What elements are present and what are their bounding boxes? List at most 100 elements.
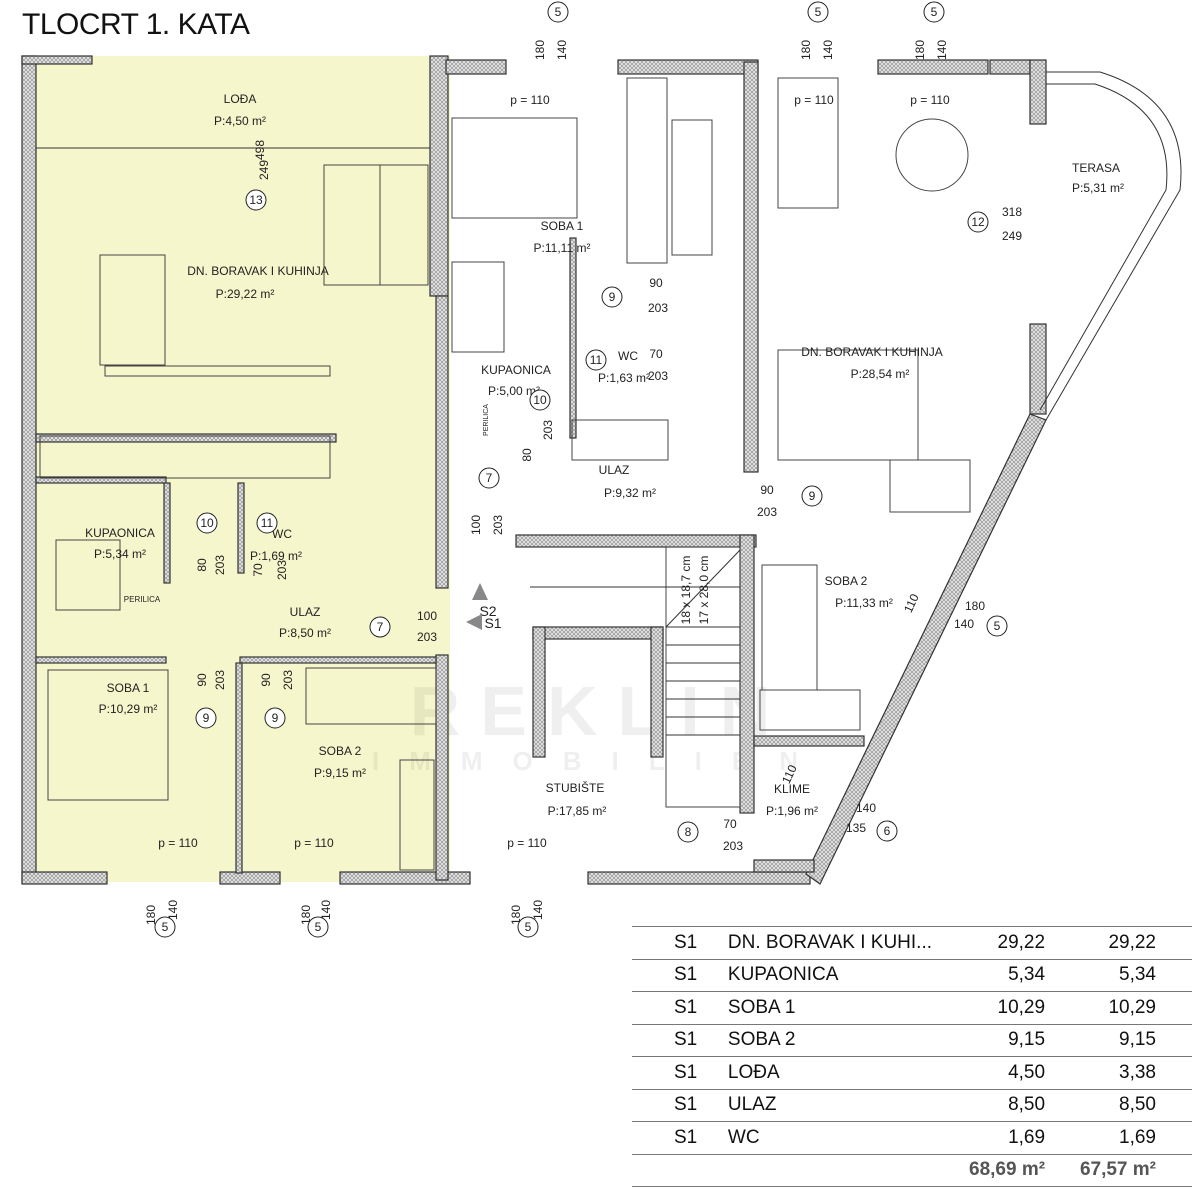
svg-text:90: 90 [195, 673, 209, 687]
svg-text:5: 5 [994, 619, 1001, 633]
sill-height: p = 110 [510, 93, 550, 107]
room-name: DN. BORAVAK I KUHINJA [187, 264, 329, 278]
room-area: P:5,31 m² [1072, 181, 1124, 195]
svg-text:203: 203 [541, 420, 555, 440]
svg-text:203: 203 [213, 670, 227, 690]
room-name: TERASA [1072, 161, 1120, 175]
plan-title: TLOCRT 1. KATA [22, 8, 250, 41]
room-code: S1 [632, 1023, 712, 1057]
washer-label: PERILICA [124, 595, 161, 604]
svg-text:5: 5 [555, 5, 562, 19]
section-label: S1 [484, 615, 501, 631]
sill-height: p = 110 [158, 836, 198, 850]
svg-text:140: 140 [935, 40, 949, 60]
room-area: 1,69 [942, 1121, 1046, 1155]
svg-text:9: 9 [272, 711, 279, 725]
svg-text:203: 203 [648, 301, 668, 315]
svg-text:6: 6 [884, 824, 891, 838]
stair-tread: 17 x 28,0 cm [697, 556, 711, 625]
section-arrow-icon [466, 614, 482, 630]
room-name: DN. BORAVAK I KUHI... [711, 926, 943, 959]
room-area: P:1,63 m² [598, 371, 650, 385]
section-arrow-icon [472, 583, 488, 600]
room-net-area: 3,38 [1045, 1056, 1192, 1089]
svg-text:140: 140 [319, 900, 333, 920]
svg-text:10: 10 [533, 393, 547, 407]
room-name: LOĐA [711, 1056, 943, 1089]
room-code: S1 [632, 1121, 712, 1155]
stair-riser: 18 x 18,7 cm [679, 556, 693, 625]
room-net-area: 10,29 [1045, 991, 1192, 1024]
svg-text:70: 70 [649, 347, 663, 361]
room-name: WC [618, 349, 638, 363]
room-name: ULAZ [290, 605, 321, 619]
svg-text:140: 140 [555, 40, 569, 60]
svg-text:203: 203 [491, 515, 505, 535]
svg-text:100: 100 [417, 609, 437, 623]
svg-text:8: 8 [685, 825, 692, 839]
room-name: SOBA 1 [107, 681, 150, 695]
room-area: P:8,50 m² [279, 626, 331, 640]
svg-text:5: 5 [525, 920, 532, 934]
svg-text:5: 5 [162, 920, 169, 934]
sill-height: p = 110 [794, 93, 834, 107]
room-name: SOBA 1 [541, 219, 584, 233]
svg-text:140: 140 [166, 900, 180, 920]
room-area: P:10,29 m² [99, 702, 158, 716]
room-name: LOĐA [224, 92, 257, 106]
svg-text:180: 180 [965, 599, 985, 613]
total-net-area: 67,57 m² [1045, 1153, 1192, 1187]
room-area: P:5,34 m² [94, 547, 146, 561]
room-name: DN. BORAVAK I KUHINJA [801, 345, 943, 359]
room-area: P:11,33 m² [835, 596, 893, 610]
room-code: S1 [632, 1088, 712, 1122]
room-area: 9,15 [942, 1023, 1046, 1057]
svg-text:203: 203 [417, 630, 437, 644]
svg-text:13: 13 [249, 193, 263, 207]
room-area: 4,50 [942, 1056, 1046, 1089]
room-name: STUBIŠTE [546, 780, 605, 795]
furniture [39, 77, 971, 871]
svg-text:498: 498 [253, 140, 267, 160]
room-area: P:9,15 m² [314, 766, 366, 780]
svg-text:140: 140 [856, 801, 876, 815]
svg-text:249: 249 [257, 160, 271, 180]
svg-text:9: 9 [609, 290, 616, 304]
svg-text:203: 203 [275, 560, 289, 580]
svg-text:203: 203 [648, 369, 668, 383]
svg-text:249: 249 [1002, 229, 1022, 243]
room-net-area: 5,34 [1045, 958, 1192, 992]
svg-text:90: 90 [649, 276, 663, 290]
room-area: P:4,50 m² [214, 114, 266, 128]
svg-text:180: 180 [509, 905, 523, 925]
svg-text:203: 203 [723, 839, 743, 853]
svg-text:70: 70 [251, 563, 265, 577]
room-area: 5,34 [942, 958, 1046, 992]
svg-text:80: 80 [195, 558, 209, 572]
room-name: WC [711, 1121, 943, 1155]
washer-label: PERILICA [483, 404, 490, 436]
room-name: SOBA 1 [711, 991, 943, 1024]
room-area: P:28,54 m² [851, 367, 910, 381]
room-net-area: 8,50 [1045, 1088, 1192, 1122]
sill-height: p = 110 [294, 836, 334, 850]
room-area: P:1,69 m² [250, 549, 302, 563]
sill-height: p = 110 [507, 836, 547, 850]
total-area: 68,69 m² [942, 1153, 1046, 1187]
watermark: REKLIN [410, 672, 791, 750]
room-code: S1 [632, 926, 712, 959]
svg-text:100: 100 [469, 515, 483, 535]
room-name: KUPAONICA [85, 526, 155, 540]
room-area: P:9,32 m² [604, 486, 656, 500]
terrace-outline [1045, 71, 1182, 421]
room-area: 29,22 [942, 926, 1046, 959]
room-name: WC [272, 527, 292, 541]
